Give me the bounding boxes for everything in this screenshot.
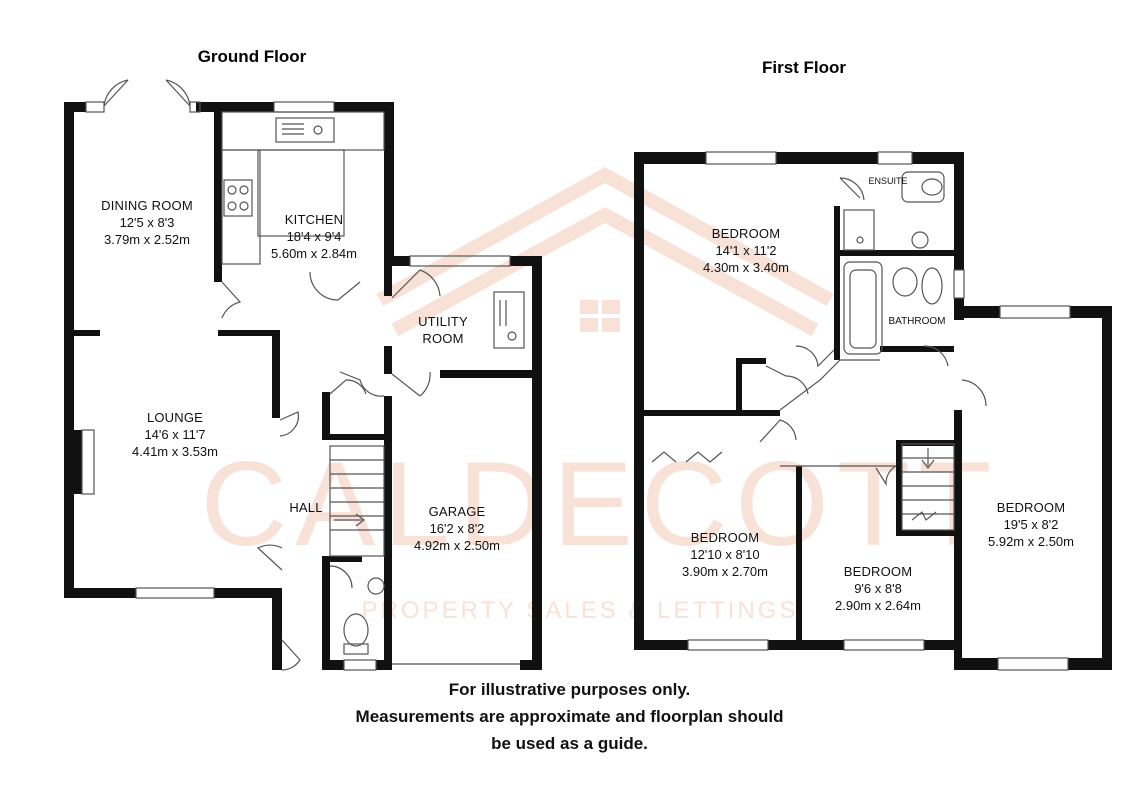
ground-floor-labels: DINING ROOM 12'5 x 8'3 3.79m x 2.52m KIT… bbox=[101, 198, 500, 553]
ground-floor-title: Ground Floor bbox=[198, 47, 307, 66]
first-floor-labels: BEDROOM 14'1 x 11'2 4.30m x 3.40m ENSUIT… bbox=[682, 176, 1074, 613]
bedroom4-name: BEDROOM bbox=[997, 500, 1066, 515]
bedroom1-name: BEDROOM bbox=[712, 226, 781, 241]
kitchen-dim-imperial: 18'4 x 9'4 bbox=[287, 229, 342, 244]
dining-room-name: DINING ROOM bbox=[101, 198, 193, 213]
disclaimer-line1: For illustrative purposes only. bbox=[448, 680, 691, 699]
lounge-dim-imperial: 14'6 x 11'7 bbox=[144, 427, 205, 442]
first-floor-title: First Floor bbox=[762, 58, 846, 77]
disclaimer-line3: be used as a guide. bbox=[491, 734, 648, 753]
kitchen-name: KITCHEN bbox=[285, 212, 343, 227]
first-floor-details bbox=[651, 151, 1071, 671]
kitchen-dim-metric: 5.60m x 2.84m bbox=[271, 246, 357, 261]
bedroom2-dim-metric: 3.90m x 2.70m bbox=[682, 564, 768, 579]
disclaimer-line2: Measurements are approximate and floorpl… bbox=[355, 707, 784, 726]
utility-room-name-line1: UTILITY bbox=[418, 314, 468, 329]
watermark: CALDECOTT PROPERTY SALES & LETTINGS bbox=[201, 166, 1000, 624]
bedroom3-dim-imperial: 9'6 x 8'8 bbox=[854, 581, 902, 596]
dining-room-dim-metric: 3.79m x 2.52m bbox=[104, 232, 190, 247]
dining-room-dim-imperial: 12'5 x 8'3 bbox=[120, 215, 175, 230]
bedroom4-dim-metric: 5.92m x 2.50m bbox=[988, 534, 1074, 549]
watermark-house-logo bbox=[376, 166, 834, 337]
bedroom3-name: BEDROOM bbox=[844, 564, 913, 579]
bedroom1-dim-imperial: 14'1 x 11'2 bbox=[715, 243, 776, 258]
ground-floor-details bbox=[81, 79, 525, 671]
utility-room-name-line2: ROOM bbox=[422, 331, 463, 346]
hall-name: HALL bbox=[289, 500, 322, 515]
bedroom2-name: BEDROOM bbox=[691, 530, 760, 545]
bedroom3-dim-metric: 2.90m x 2.64m bbox=[835, 598, 921, 613]
ensuite-name: ENSUITE bbox=[868, 176, 907, 186]
watermark-name: CALDECOTT bbox=[201, 437, 1000, 571]
garage-name: GARAGE bbox=[429, 504, 486, 519]
bedroom2-dim-imperial: 12'10 x 8'10 bbox=[690, 547, 759, 562]
ground-floor-plan bbox=[64, 102, 542, 670]
bedroom1-dim-metric: 4.30m x 3.40m bbox=[703, 260, 789, 275]
garage-dim-metric: 4.92m x 2.50m bbox=[414, 538, 500, 553]
lounge-dim-metric: 4.41m x 3.53m bbox=[132, 444, 218, 459]
garage-dim-imperial: 16'2 x 8'2 bbox=[430, 521, 485, 536]
lounge-name: LOUNGE bbox=[147, 410, 203, 425]
bathroom-name: BATHROOM bbox=[888, 316, 945, 327]
bedroom4-dim-imperial: 19'5 x 8'2 bbox=[1004, 517, 1059, 532]
watermark-tagline: PROPERTY SALES & LETTINGS bbox=[362, 597, 799, 624]
first-floor-plan bbox=[634, 152, 1112, 670]
